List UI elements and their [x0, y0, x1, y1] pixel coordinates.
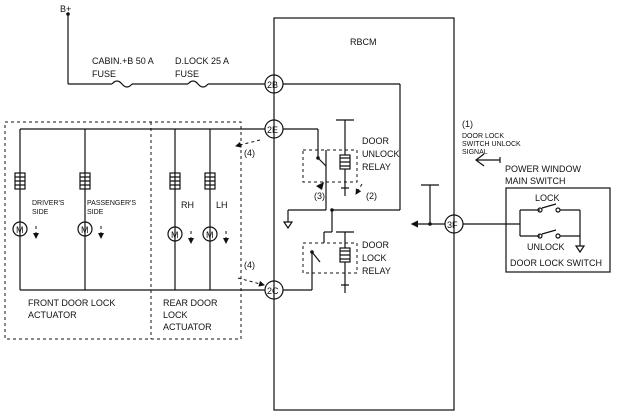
signal-text-line2: SWITCH UNLOCK	[462, 141, 521, 148]
unlock-relay-line2: UNLOCK	[362, 149, 400, 159]
lock-relay-line3: RELAY	[362, 266, 391, 276]
power-window-line2: MAIN SWITCH	[505, 176, 566, 186]
lock-transistor	[341, 284, 349, 293]
lh-label: LH	[216, 200, 228, 210]
rear-actuator-line2: LOCK	[163, 310, 188, 320]
ground-symbol	[282, 221, 294, 230]
unlock-transistor	[341, 187, 349, 196]
rear-actuator-line1: REAR DOOR	[163, 298, 218, 308]
rbcm-box	[273, 17, 455, 411]
switch-ground-symbol	[574, 245, 586, 254]
fuse-dlock-name: D.LOCK 25 A	[175, 56, 229, 66]
connector-2e-label: 2E	[267, 125, 278, 135]
flow-arrow-relay	[355, 183, 363, 195]
passenger-label-line2: SIDE	[87, 209, 104, 216]
step-4-upper-label: (4)	[244, 148, 255, 158]
fuse-dlock-symbol	[187, 80, 209, 88]
power-window-line1: POWER WINDOW	[505, 164, 581, 174]
motor-driver-label: M	[16, 225, 24, 235]
motor-rh-label: M	[171, 230, 179, 240]
actuator-outline	[4, 121, 242, 340]
fuse-cabin-name: CABIN.+B 50 A	[92, 56, 154, 66]
driver-label-line1: DRIVER'S	[32, 200, 65, 207]
switch-unlock-label: UNLOCK	[527, 242, 565, 252]
step-2-label: (2)	[366, 191, 377, 201]
step-1-label: (1)	[462, 119, 473, 129]
rear-actuator-line3: ACTUATOR	[163, 322, 212, 332]
lock-contact	[311, 251, 321, 263]
unlock-relay-line1: DOOR	[362, 136, 390, 146]
signal-text-line1: DOOR LOCK	[462, 133, 504, 140]
flow-arrow-lower	[237, 277, 265, 287]
connector-2c-label: 2C	[267, 286, 279, 296]
step-4-lower-label: (4)	[244, 260, 255, 270]
lock-relay-box	[302, 242, 358, 274]
driver-label-line2: SIDE	[32, 209, 49, 216]
unlock-contact	[317, 157, 327, 167]
door-lock-switch-box	[505, 187, 611, 273]
connector-2b-label: 2B	[267, 80, 278, 90]
front-actuator-title-2: ACTUATOR	[28, 310, 77, 320]
b-plus-label: B+	[60, 4, 71, 14]
unlock-relay-line3: RELAY	[362, 162, 391, 172]
flow-arrow-solid	[316, 182, 324, 190]
front-actuator-title: FRONT DOOR LOCK	[28, 298, 115, 308]
motor-rh: M	[167, 129, 194, 290]
step-3-label: (3)	[314, 191, 325, 201]
power-window-arrow	[475, 153, 501, 167]
switch-lock-label: LOCK	[535, 193, 560, 203]
rbcm-label: RBCM	[350, 37, 377, 47]
passenger-label-line1: PASSENGER'S	[87, 200, 136, 207]
door-lock-switch-title: DOOR LOCK SWITCH	[510, 258, 602, 268]
motor-passenger: M	[77, 129, 104, 290]
unlock-contact-switch	[541, 229, 557, 235]
connector-3f-label: 3F	[447, 220, 458, 230]
motor-passenger-label: M	[81, 225, 89, 235]
motor-lh: M	[202, 129, 229, 290]
rh-label: RH	[181, 200, 194, 210]
unlock-relay-box	[302, 149, 358, 183]
lock-relay-line1: DOOR	[362, 240, 390, 250]
fuse-cabin-symbol	[111, 80, 133, 88]
motor-driver: M	[12, 129, 39, 290]
motor-lh-label: M	[206, 230, 214, 240]
flow-arrow-upper	[235, 139, 261, 148]
fuse-dlock-unit: FUSE	[175, 69, 199, 79]
lock-relay-line2: LOCK	[362, 253, 387, 263]
lock-contact-switch	[541, 203, 557, 209]
signal-text-line3: SIGNAL	[462, 149, 488, 156]
fuse-cabin-unit: FUSE	[92, 69, 116, 79]
